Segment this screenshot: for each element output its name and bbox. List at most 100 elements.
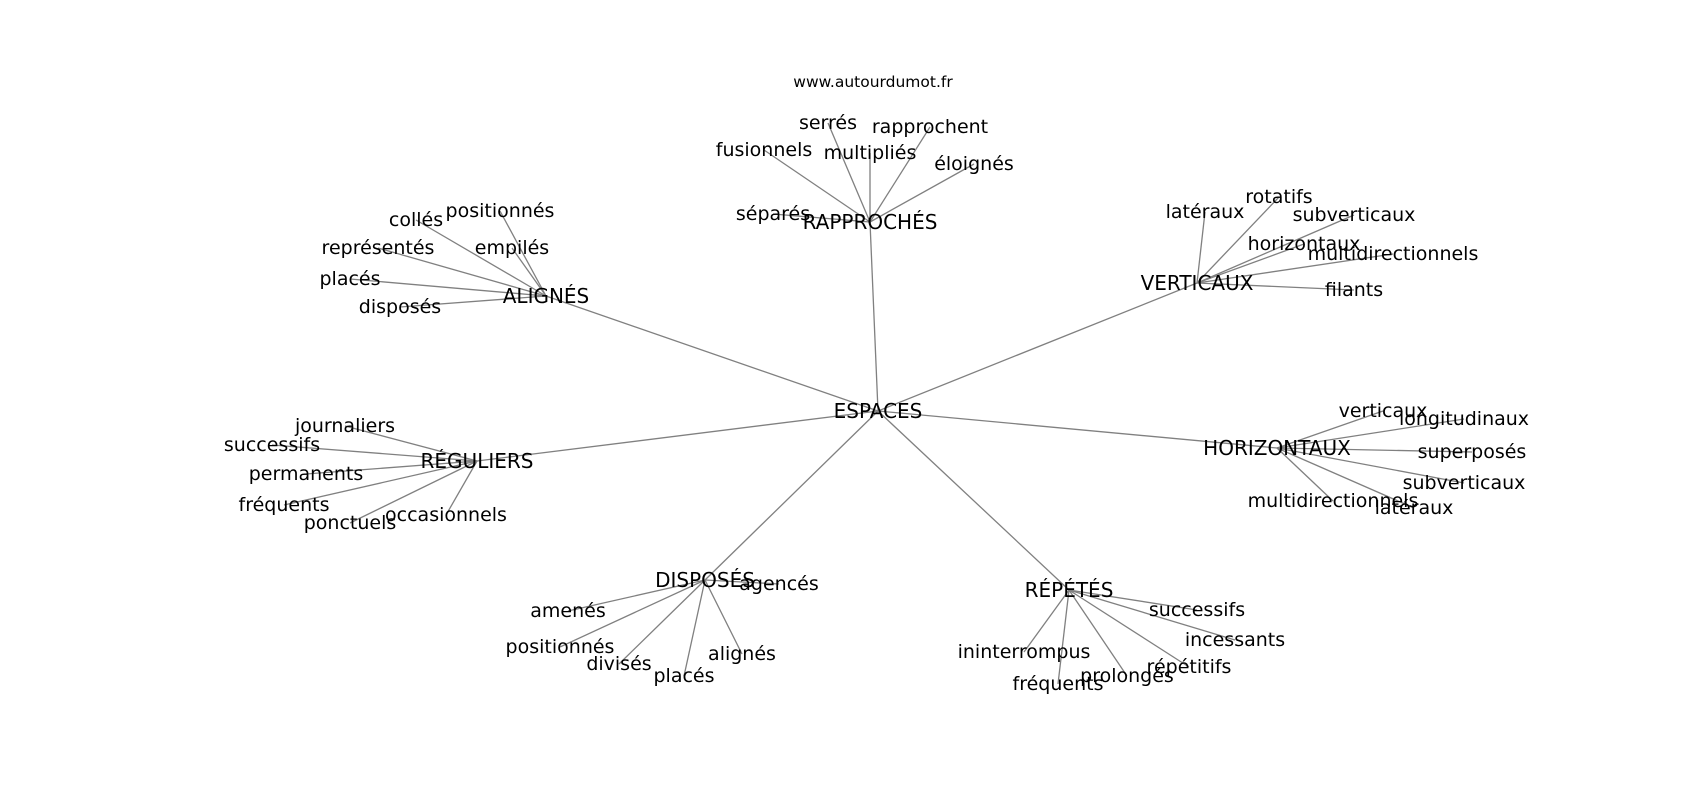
edge-root-repetes	[877, 410, 1070, 591]
edge-disposes-leaf-1	[567, 579, 706, 612]
hub-node-reguliers: RÉGULIERS	[420, 449, 534, 473]
edge-alignes-leaf-0	[415, 219, 547, 297]
edge-root-reguliers	[476, 410, 879, 462]
edge-disposes-leaf-0	[704, 579, 780, 585]
leaf-node-disposes: agencés	[739, 573, 819, 595]
leaf-node-horizontaux: subverticaux	[1402, 472, 1526, 494]
leaf-node-rapproches: éloignés	[934, 153, 1014, 175]
leaf-node-alignes: empilés	[474, 237, 550, 259]
leaf-node-reguliers: successifs	[223, 434, 321, 456]
edge-verticaux-leaf-3	[1196, 243, 1305, 284]
edge-horizontaux-leaf-3	[1276, 447, 1465, 484]
edge-reguliers-leaf-2	[305, 460, 478, 475]
edge-verticaux-leaf-5	[1196, 282, 1355, 291]
edge-reguliers-leaf-4	[349, 460, 478, 524]
edge-root-rapproches	[869, 221, 879, 412]
edge-reguliers-leaf-1	[271, 444, 478, 462]
edge-alignes-leaf-3	[377, 247, 547, 297]
edge-alignes-leaf-2	[511, 247, 547, 297]
leaf-node-reguliers: journaliers	[294, 415, 396, 437]
leaf-node-reguliers: permanents	[248, 463, 364, 485]
leaf-node-disposes: placés	[653, 665, 715, 687]
edge-rapproches-leaf-1	[763, 149, 871, 223]
leaf-node-verticaux: filants	[1324, 279, 1384, 301]
leaf-node-horizontaux: superposés	[1417, 441, 1527, 463]
leaf-node-verticaux: rotatifs	[1245, 186, 1313, 208]
edge-horizontaux-leaf-4	[1276, 447, 1334, 502]
edge-alignes-leaf-4	[349, 278, 547, 297]
edge-verticaux-leaf-4	[1196, 253, 1394, 284]
edge-root-alignes	[545, 295, 879, 412]
edge-rapproches-leaf-0	[772, 213, 871, 223]
edge-repetes-leaf-1	[1068, 589, 1236, 641]
edge-reguliers-leaf-3	[283, 460, 478, 506]
leaf-node-reguliers: ponctuels	[303, 512, 397, 534]
site-url: www.autourdumot.fr	[793, 73, 953, 91]
hub-node-repetes: RÉPÉTÉS	[1024, 578, 1114, 602]
leaf-node-reguliers: fréquents	[238, 494, 330, 516]
leaf-node-alignes: représentés	[321, 237, 435, 259]
leaf-node-alignes: placés	[319, 268, 381, 290]
hub-node-alignes: ALIGNÉS	[502, 284, 590, 308]
edge-disposes-leaf-2	[559, 579, 706, 648]
edge-disposes-leaf-5	[704, 579, 743, 655]
leaf-node-alignes: disposés	[358, 296, 442, 318]
edge-rapproches-leaf-5	[869, 163, 975, 223]
leaf-node-disposes: alignés	[708, 643, 776, 665]
edge-horizontaux-leaf-0	[1276, 410, 1384, 449]
leaf-node-disposes: amenés	[530, 600, 606, 622]
leaf-node-verticaux: horizontaux	[1247, 233, 1361, 255]
leaf-node-rapproches: fusionnels	[715, 139, 813, 161]
edge-repetes-leaf-0	[1068, 589, 1198, 611]
hub-node-horizontaux: HORIZONTAUX	[1203, 436, 1351, 460]
leaf-node-repetes: répétitifs	[1146, 656, 1232, 678]
edge-alignes-leaf-5	[399, 295, 547, 308]
edge-verticaux-leaf-2	[1196, 214, 1355, 284]
leaf-node-horizontaux: longitudinaux	[1398, 408, 1530, 430]
edge-root-horizontaux	[877, 410, 1278, 449]
leaf-node-repetes: successifs	[1148, 599, 1246, 621]
leaf-node-disposes: divisés	[586, 653, 652, 675]
leaf-node-repetes: prolongés	[1080, 665, 1174, 687]
leaf-node-disposes: positionnés	[505, 636, 615, 658]
edge-root-verticaux	[877, 282, 1198, 412]
edge-reguliers-leaf-5	[445, 460, 478, 516]
hub-node-verticaux: VERTICAUX	[1140, 271, 1254, 295]
edge-rapproches-leaf-2	[827, 122, 871, 223]
leaf-node-rapproches: séparés	[735, 203, 811, 225]
edge-repetes-leaf-5	[1023, 589, 1070, 653]
edge-disposes-leaf-3	[618, 579, 706, 665]
leaf-node-verticaux: latéraux	[1165, 201, 1245, 223]
edge-reguliers-leaf-0	[344, 425, 478, 462]
leaf-node-repetes: ininterrompus	[957, 641, 1091, 663]
leaf-node-verticaux: subverticaux	[1292, 204, 1416, 226]
leaf-node-horizontaux: verticaux	[1338, 400, 1428, 422]
leaf-node-rapproches: serrés	[798, 112, 858, 134]
edge-root-disposes	[704, 410, 879, 581]
edge-repetes-leaf-4	[1057, 589, 1070, 685]
hub-node-rapproches: RAPPROCHÉS	[802, 210, 938, 234]
edge-rapproches-leaf-4	[869, 126, 931, 223]
leaf-node-alignes: collés	[388, 209, 444, 231]
edge-disposes-leaf-4	[683, 579, 706, 677]
edge-repetes-leaf-2	[1068, 589, 1190, 668]
edge-alignes-leaf-1	[499, 210, 547, 297]
edge-repetes-leaf-3	[1068, 589, 1128, 677]
leaf-node-horizontaux: latéraux	[1374, 497, 1454, 519]
leaf-node-horizontaux: multidirectionnels	[1247, 490, 1419, 512]
leaf-node-alignes: positionnés	[445, 200, 555, 222]
edge-verticaux-leaf-1	[1196, 196, 1280, 284]
leaf-node-repetes: incessants	[1184, 629, 1286, 651]
leaf-node-rapproches: rapprochent	[871, 116, 989, 138]
leaf-node-reguliers: occasionnels	[385, 504, 507, 526]
edge-verticaux-leaf-0	[1196, 211, 1206, 284]
root-node-label: ESPACES	[833, 399, 923, 423]
leaf-node-verticaux: multidirectionnels	[1307, 243, 1479, 265]
leaf-node-rapproches: multipliés	[823, 142, 917, 164]
hub-node-disposes: DISPOSÉS	[655, 568, 755, 592]
edge-horizontaux-leaf-5	[1276, 447, 1415, 509]
edge-horizontaux-leaf-2	[1276, 447, 1473, 453]
edge-horizontaux-leaf-1	[1276, 418, 1465, 449]
